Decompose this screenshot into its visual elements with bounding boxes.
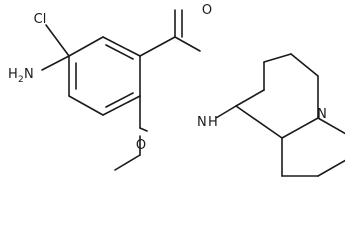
bond-ring-c3-c4	[102, 95, 141, 116]
bond-bc-11	[317, 159, 345, 177]
atom-methoxy-oxygen: O	[136, 138, 146, 153]
bond-bc-6	[281, 117, 319, 139]
bond-bc-1	[235, 89, 265, 107]
bond-ring-c4-c5	[68, 95, 104, 116]
structure-drawing: Cl H 2 N O N H O N	[8, 3, 345, 177]
bond-carbonyl-n	[174, 36, 201, 52]
bond-o-ch3	[114, 154, 141, 171]
atom-carbonyl-oxygen: O	[202, 3, 212, 18]
bond-ring-double-1	[105, 44, 134, 60]
bond-ring-c6-c1	[68, 36, 104, 57]
atom-ring-nitrogen: N	[317, 107, 327, 122]
bond-bc-4	[290, 53, 319, 77]
bond-ring-double-2	[105, 92, 134, 108]
molecule-structure: Cl H 2 N O N H O N	[8, 3, 345, 177]
atom-amide-h: H	[208, 115, 218, 130]
amide-nh-group: N H	[197, 115, 218, 130]
bicyclic-ring	[235, 53, 345, 177]
atom-amine-subscript: 2	[18, 75, 24, 85]
bond-bc-7	[235, 105, 283, 139]
atom-amide-n: N	[197, 115, 207, 130]
bond-bc-3	[263, 53, 292, 63]
atom-amine-n: N	[24, 67, 34, 82]
bond-c-cl	[45, 24, 70, 57]
bond-ring-c1-c2	[102, 36, 141, 57]
bond-c-nh2	[41, 55, 70, 71]
atom-amine-h: H	[8, 67, 18, 82]
benzene-ring	[68, 36, 141, 116]
bond-o-stub	[139, 127, 148, 132]
bond-bc-8	[317, 117, 345, 135]
bond-n-bicyclic	[215, 105, 237, 119]
atom-chlorine: Cl	[34, 12, 47, 27]
amine-group: H 2 N	[8, 67, 34, 85]
bond-c-carbonyl	[139, 36, 176, 57]
